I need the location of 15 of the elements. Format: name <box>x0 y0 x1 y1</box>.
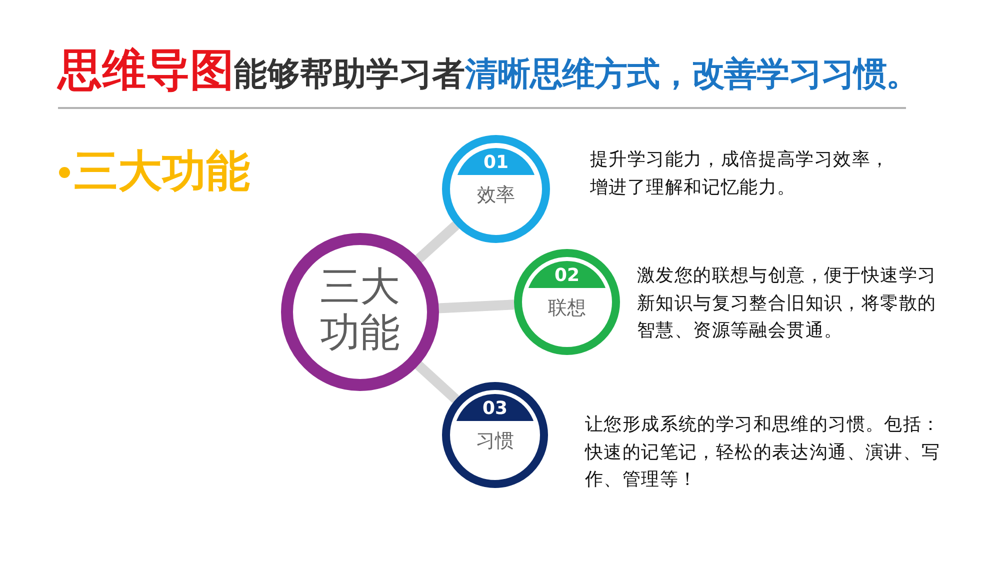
number-tab: 02 <box>526 261 608 288</box>
connector-line <box>415 362 460 403</box>
description-text: 提升学习能力，成倍提高学习效率，增进了理解和记忆能力。 <box>590 148 890 200</box>
node-label: 效率 <box>476 183 516 207</box>
number-tab: 01 <box>455 148 537 175</box>
node-label: 习惯 <box>475 429 515 453</box>
connector-line <box>438 300 514 314</box>
number-tab: 03 <box>454 394 536 421</box>
description-text: 激发您的联想与创意，便于快速学习新知识与复习整合旧知识，将零散的智慧、资源等融会贯通。 <box>637 264 938 343</box>
description-text: 让您形成系统的学习和思维的习惯。包括：快速的记笔记，轻松的表达沟通、演讲、写作、管理等！ <box>585 413 942 492</box>
section-heading: 三大功能 <box>74 145 250 199</box>
node-label: 三大功能 <box>319 264 401 356</box>
connector-line <box>415 222 460 263</box>
node-label: 联想 <box>547 296 587 320</box>
slide-title: 思维导图能够帮助学习者清晰思维方式，改善学习习惯。 <box>58 44 919 98</box>
